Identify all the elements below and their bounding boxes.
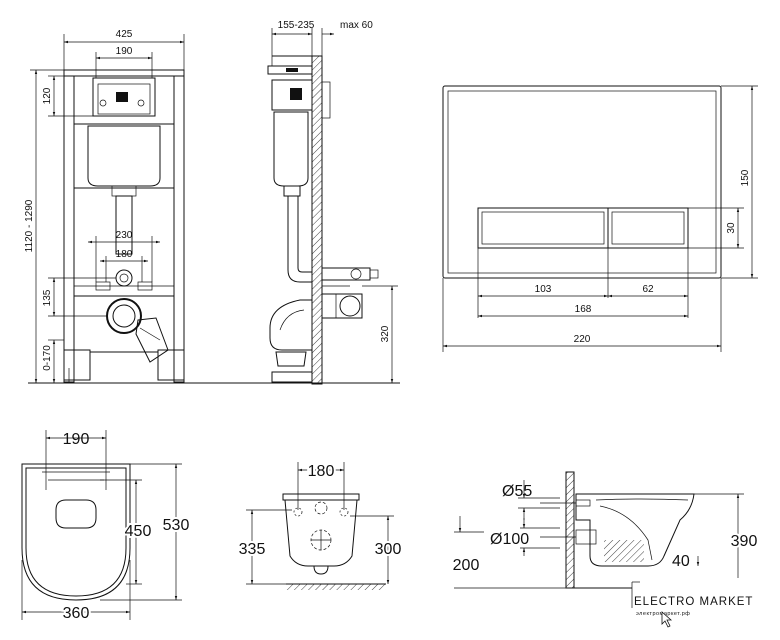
frame-side-view: 155-235 max 60 320 [262, 20, 398, 385]
dim-300: 300 [375, 541, 402, 558]
dim-back-180: 180 [308, 463, 335, 480]
dim-230: 230 [116, 230, 133, 241]
dim-450: 450 [125, 523, 152, 540]
dim-top-190: 190 [63, 431, 90, 448]
dim-d55: Ø55 [502, 483, 532, 500]
dim-40: 40 [672, 553, 690, 570]
dim-103: 103 [535, 284, 552, 295]
dim-390: 390 [731, 533, 758, 550]
brand-name: ELECTRO MARKET [634, 596, 753, 608]
dim-530: 530 [163, 517, 190, 534]
dim-d100: Ø100 [490, 531, 529, 548]
dim-180: 180 [116, 249, 133, 260]
dim-135: 135 [42, 289, 53, 306]
bowl-back-view: 180 335 300 [237, 461, 403, 590]
cursor-icon [661, 611, 673, 628]
dim-120: 120 [42, 87, 53, 104]
dim-0-170: 0-170 [42, 345, 53, 371]
dim-190: 190 [116, 46, 133, 57]
dim-1120-1290: 1120 - 1290 [24, 199, 35, 252]
bowl-side-view: Ø55 Ø100 200 390 40 [453, 471, 759, 589]
dim-150: 150 [740, 169, 751, 186]
dim-30: 30 [726, 222, 737, 234]
dim-320: 320 [380, 325, 391, 342]
dim-62: 62 [642, 284, 654, 295]
dim-220: 220 [574, 334, 591, 345]
dim-max-60: max 60 [340, 20, 373, 31]
flush-plate: 150 30 103 62 168 220 [442, 85, 758, 352]
dim-360: 360 [63, 605, 90, 622]
bowl-top-view: 190 450 530 360 [21, 430, 191, 624]
dim-168: 168 [575, 304, 592, 315]
dim-425: 425 [116, 29, 133, 40]
dim-335: 335 [239, 541, 266, 558]
brand-logo: ELECTRO MARKET электромаркет.рф [631, 578, 753, 628]
frame-front-view: 425 190 120 1120 - 1290 230 180 135 0-17… [24, 29, 400, 384]
dim-155-235: 155-235 [278, 20, 315, 31]
dim-200: 200 [453, 557, 480, 574]
